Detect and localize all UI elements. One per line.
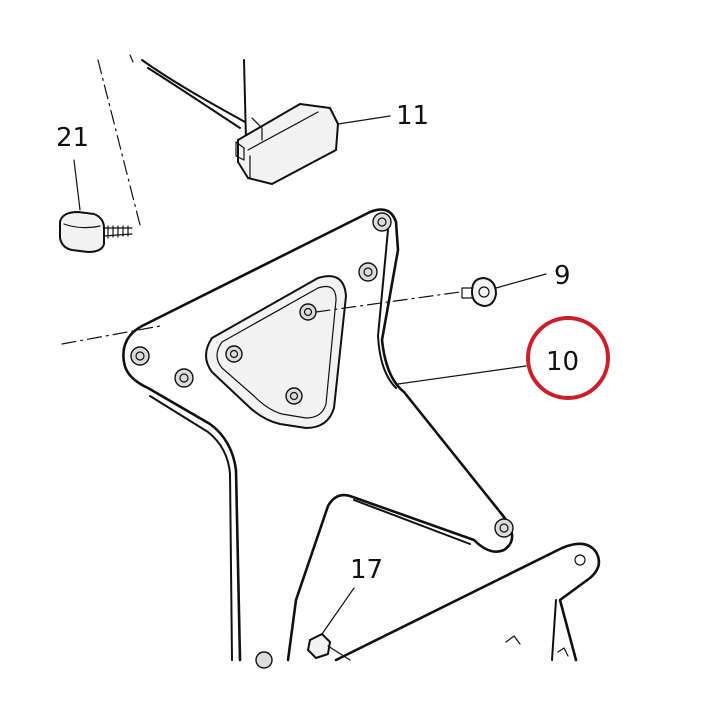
dash-leader-left	[97, 54, 141, 226]
leader-17	[321, 587, 355, 635]
leader-10	[397, 365, 527, 385]
dash-leader-plate	[61, 325, 161, 345]
bolt-icon	[255, 633, 351, 669]
screw-icon	[461, 277, 497, 307]
dash-leader-screw	[315, 291, 461, 313]
bracket-plate	[122, 208, 514, 662]
leader-21	[73, 159, 81, 211]
lower-bracket	[334, 542, 601, 662]
label-part-10: 10	[546, 347, 579, 377]
label-part-11: 11	[396, 101, 429, 131]
highlight-circle	[526, 316, 610, 400]
label-part-9: 9	[554, 261, 571, 291]
label-part-21: 21	[56, 123, 89, 153]
leader-11	[337, 115, 391, 125]
cable-connector-icon	[141, 59, 339, 185]
leader-9	[495, 273, 547, 289]
label-part-17: 17	[350, 555, 383, 585]
rubber-mount-icon	[59, 211, 133, 253]
